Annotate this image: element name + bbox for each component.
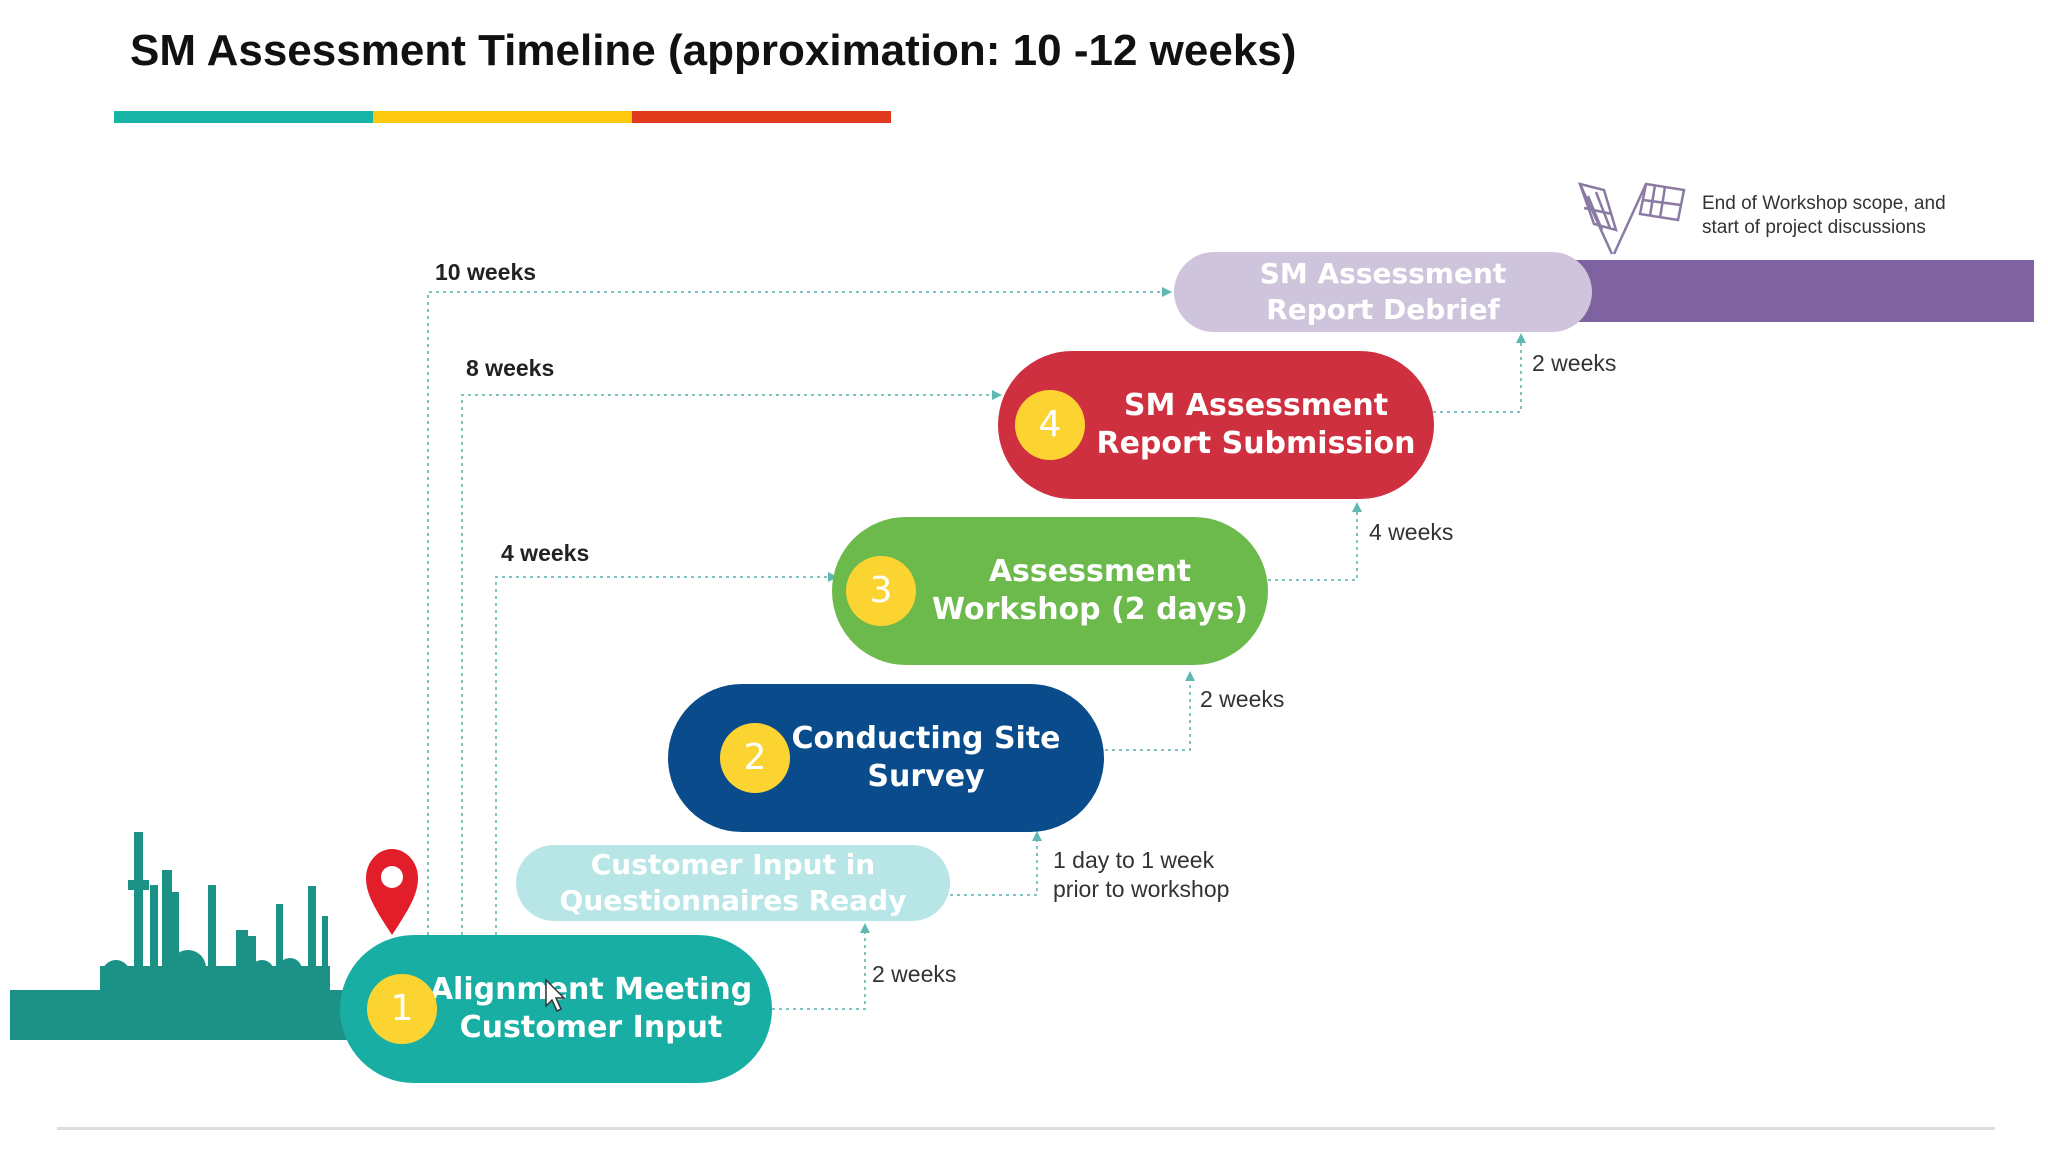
end-note-line1: End of Workshop scope, and bbox=[1702, 193, 1946, 214]
footer-divider bbox=[57, 1127, 1995, 1130]
connector-step-2 bbox=[950, 831, 1042, 896]
duration-step-1: 2 weeks bbox=[872, 961, 957, 987]
end-of-scope-note: End of Workshop scope, and start of proj… bbox=[1702, 192, 1946, 240]
cumulative-10-weeks: 10 weeks bbox=[435, 259, 537, 285]
step-1-pill: 1 Alignment Meeting Customer Input bbox=[340, 935, 772, 1083]
questionnaires-label-line1: Customer Input in bbox=[590, 848, 876, 881]
step-4-label-line1: SM Assessment bbox=[1123, 388, 1389, 423]
step-3-pill: 3 Assessment Workshop (2 days) bbox=[832, 517, 1268, 665]
map-pin-icon bbox=[366, 849, 418, 935]
connector-step-1 bbox=[772, 923, 870, 1010]
slide-title: SM Assessment Timeline (approximation: 1… bbox=[130, 26, 1297, 75]
connector-step-4 bbox=[1268, 502, 1362, 581]
step-4-pill: 4 SM Assessment Report Submission bbox=[998, 351, 1434, 499]
step-2-label-line1: Conducting Site bbox=[791, 721, 1061, 756]
underline-segment-teal bbox=[114, 111, 373, 123]
step-2-label-line2: Survey bbox=[867, 759, 985, 794]
dotted-connectors bbox=[427, 287, 1526, 1010]
debrief-label-line1: SM Assessment bbox=[1259, 257, 1507, 290]
finish-flags-icon bbox=[1578, 182, 1686, 255]
connector-4-weeks bbox=[495, 572, 838, 935]
debrief-pill: SM Assessment Report Debrief bbox=[1174, 252, 1592, 332]
duration-step-5: 2 weeks bbox=[1532, 350, 1617, 376]
step-1-badge: 1 bbox=[367, 974, 437, 1044]
connector-8-weeks bbox=[461, 390, 1002, 935]
step-1-label-line2: Customer Input bbox=[459, 1010, 723, 1045]
questionnaires-pill: Customer Input in Questionnaires Ready bbox=[516, 845, 950, 921]
duration-step-2: 1 day to 1 week prior to workshop bbox=[1053, 846, 1229, 904]
step-3-badge: 3 bbox=[846, 556, 916, 626]
duration-step-3: 2 weeks bbox=[1200, 686, 1285, 712]
end-note-line2: start of project discussions bbox=[1702, 217, 1926, 238]
step-2-badge: 2 bbox=[720, 723, 790, 793]
duration-step-2-line2: prior to workshop bbox=[1053, 876, 1230, 902]
underline-segment-yellow bbox=[373, 111, 632, 123]
cumulative-4-weeks: 4 weeks bbox=[501, 540, 590, 566]
step-3-label-line1: Assessment bbox=[988, 554, 1192, 589]
connector-step-3 bbox=[1105, 671, 1195, 751]
step-4-badge: 4 bbox=[1015, 390, 1085, 460]
end-bar bbox=[1570, 260, 2034, 322]
title-underline bbox=[114, 111, 891, 123]
step-1-label-line1: Alignment Meeting bbox=[429, 972, 753, 1007]
step-3-label-line2: Workshop (2 days) bbox=[931, 592, 1249, 627]
questionnaires-label-line2: Questionnaires Ready bbox=[559, 884, 907, 917]
debrief-label-line2: Report Debrief bbox=[1266, 293, 1500, 326]
duration-step-4: 4 weeks bbox=[1369, 519, 1454, 545]
step-2-pill: 2 Conducting Site Survey bbox=[668, 684, 1104, 832]
step-4-label-line2: Report Submission bbox=[1096, 426, 1416, 461]
cumulative-8-weeks: 8 weeks bbox=[466, 355, 555, 381]
underline-segment-red bbox=[632, 111, 891, 123]
duration-step-2-line1: 1 day to 1 week bbox=[1053, 847, 1215, 873]
connector-step-5 bbox=[1433, 333, 1526, 413]
refinery-skyline-icon bbox=[10, 832, 362, 1040]
